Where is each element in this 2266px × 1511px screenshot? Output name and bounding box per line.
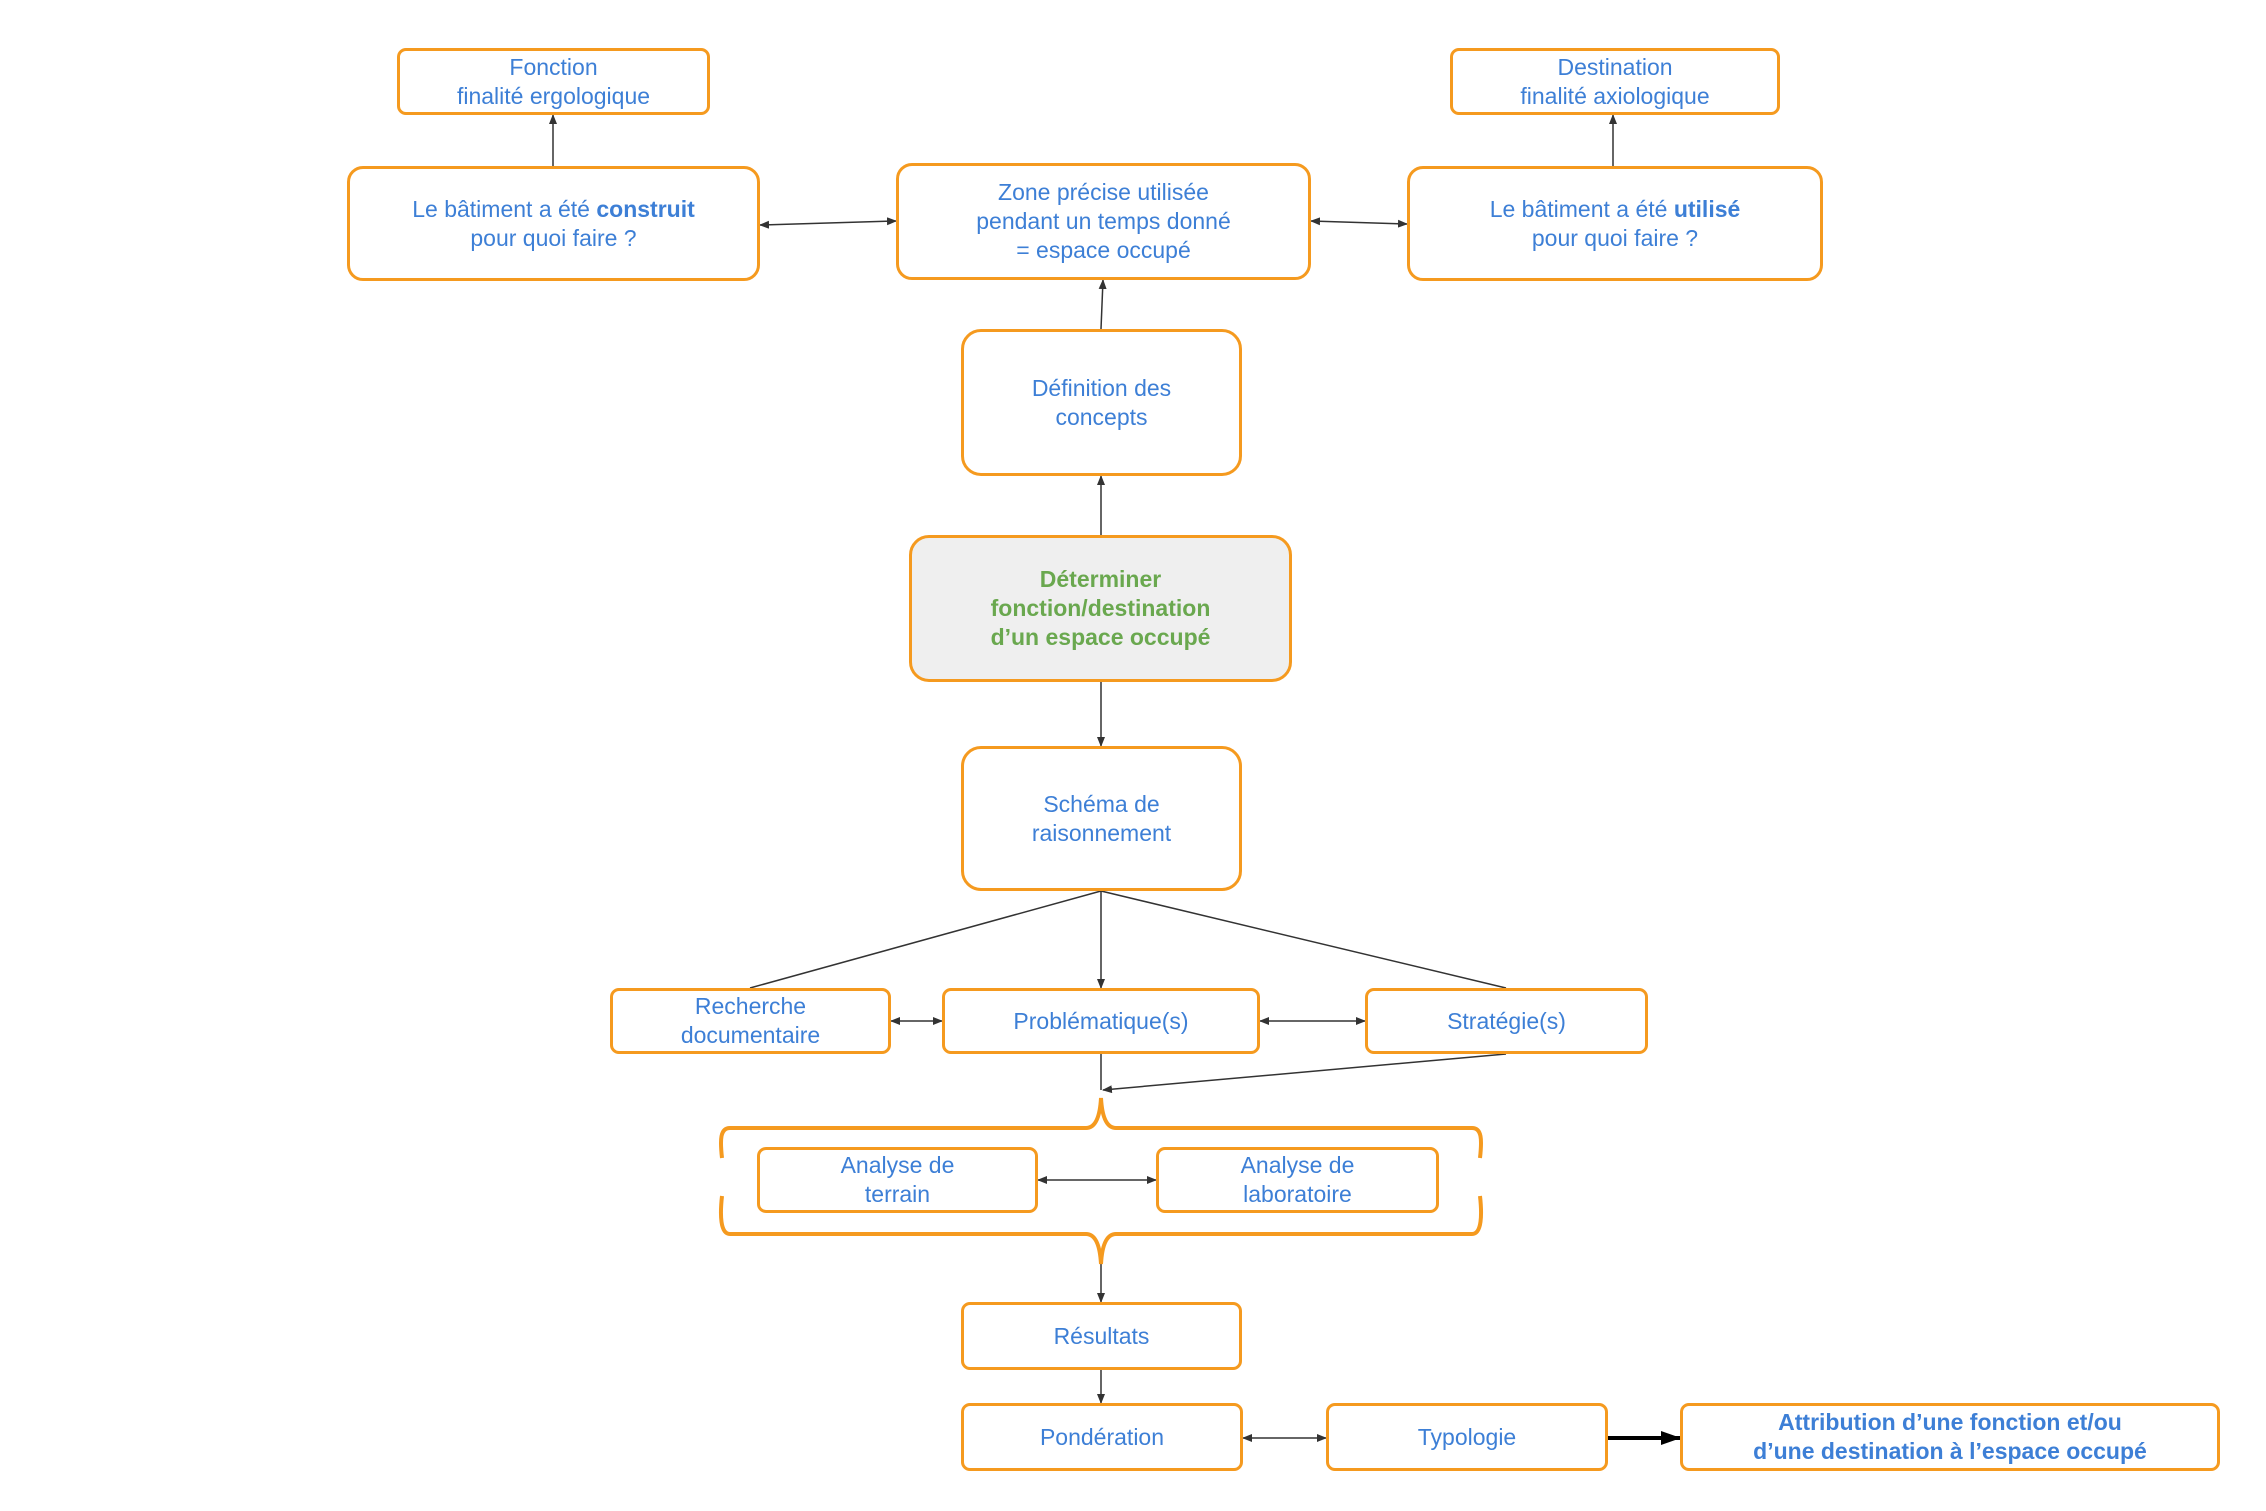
node-utilise-line1-bold: utilisé xyxy=(1673,195,1741,222)
node-ponderation: Pondération xyxy=(961,1403,1243,1471)
node-zone: Zone précise utilisée pendant un temps d… xyxy=(896,163,1311,280)
node-resultats: Résultats xyxy=(961,1302,1242,1370)
node-fonction: Fonction finalité ergologique xyxy=(397,48,710,115)
node-definition-line1: Définition des xyxy=(1031,374,1172,401)
node-schema-line2: raisonnement xyxy=(1031,819,1172,846)
brace-bottom xyxy=(719,1195,1483,1265)
brace-top xyxy=(719,1097,1483,1159)
node-construit-line1-pre: Le bâtiment a été xyxy=(412,195,597,222)
node-determiner-line3: d’un espace occupé xyxy=(990,624,1211,650)
node-schema-line1: Schéma de xyxy=(1043,790,1160,817)
arrow-strategie-to-merge xyxy=(1102,1053,1507,1094)
node-zone-line2: pendant un temps donné xyxy=(976,208,1231,234)
node-attribution-line2: d’une destination à l’espace occupé xyxy=(1753,1438,2147,1464)
node-utilise-line1-pre: Le bâtiment a été xyxy=(1489,195,1674,222)
node-construit-line2: pour quoi faire ? xyxy=(470,224,637,251)
node-analyse-laboratoire: Analyse de laboratoire xyxy=(1156,1147,1439,1213)
arrow-zone-utilise xyxy=(1310,217,1408,228)
node-determiner-line2: fonction/destination xyxy=(990,595,1211,621)
node-utilise: Le bâtiment a été utilisé pour quoi fair… xyxy=(1407,166,1823,281)
line-schema-to-strategie xyxy=(1100,890,1507,989)
node-construit-line1-bold: construit xyxy=(596,195,695,222)
node-determiner: Déterminer fonction/destination d’un esp… xyxy=(909,535,1292,682)
node-laboratoire-line2: laboratoire xyxy=(1243,1181,1352,1207)
node-zone-line3: = espace occupé xyxy=(1016,237,1191,263)
node-destination-line2: finalité axiologique xyxy=(1520,82,1710,109)
node-zone-line1: Zone précise utilisée xyxy=(998,179,1209,205)
node-definition-line2: concepts xyxy=(1055,403,1148,430)
node-determiner-line1: Déterminer xyxy=(1039,566,1162,592)
node-recherche-line2: documentaire xyxy=(680,1022,821,1048)
node-construit-line1: Le bâtiment a été construit xyxy=(412,195,695,224)
node-attribution: Attribution d’une fonction et/ou d’une d… xyxy=(1680,1403,2220,1471)
node-terrain-line1: Analyse de xyxy=(840,1152,955,1178)
node-fonction-line2: finalité ergologique xyxy=(456,82,651,109)
arrow-definition-to-zone xyxy=(1098,279,1107,330)
node-typologie: Typologie xyxy=(1326,1403,1608,1471)
node-laboratoire-line1: Analyse de xyxy=(1240,1152,1355,1178)
node-problematique: Problématique(s) xyxy=(942,988,1260,1054)
node-destination: Destination finalité axiologique xyxy=(1450,48,1780,115)
node-recherche-line1: Recherche xyxy=(694,993,807,1019)
node-analyse-terrain: Analyse de terrain xyxy=(757,1147,1038,1213)
node-ponderation-line1: Pondération xyxy=(1039,1423,1165,1450)
node-strategie: Stratégie(s) xyxy=(1365,988,1648,1054)
node-construit: Le bâtiment a été construit pour quoi fa… xyxy=(347,166,760,281)
node-strategie-line1: Stratégie(s) xyxy=(1447,1007,1566,1034)
node-destination-line1: Destination xyxy=(1557,53,1673,80)
node-recherche: Recherche documentaire xyxy=(610,988,891,1054)
node-terrain-line2: terrain xyxy=(864,1181,931,1207)
node-problematique-line1: Problématique(s) xyxy=(1013,1007,1189,1034)
node-utilise-line1: Le bâtiment a été utilisé xyxy=(1490,195,1741,224)
node-resultats-line1: Résultats xyxy=(1053,1322,1150,1349)
node-attribution-line1: Attribution d’une fonction et/ou xyxy=(1778,1409,2122,1435)
node-typologie-line1: Typologie xyxy=(1417,1423,1517,1450)
node-fonction-line1: Fonction xyxy=(509,53,598,80)
node-utilise-line2: pour quoi faire ? xyxy=(1531,224,1699,251)
node-schema: Schéma de raisonnement xyxy=(961,746,1242,891)
node-definition: Définition des concepts xyxy=(961,329,1242,476)
line-schema-to-recherche xyxy=(749,890,1102,989)
arrow-construit-zone xyxy=(759,217,897,229)
